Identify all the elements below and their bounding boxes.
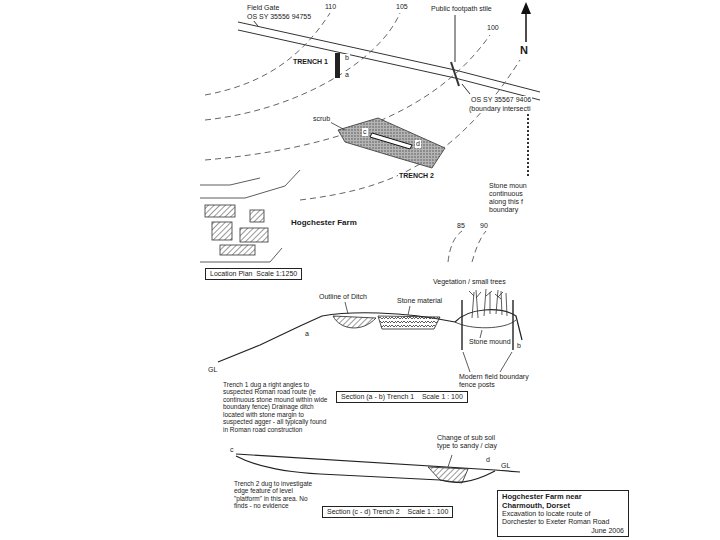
grid-reference: (boundary intersecti xyxy=(468,105,531,113)
section-point: d xyxy=(485,456,491,464)
note-text: Trench 2 dug to investigate edge feature… xyxy=(233,480,321,510)
place-label: Public footpath stile xyxy=(430,5,493,13)
contour-value: 100 xyxy=(486,24,500,32)
leader-line xyxy=(455,15,456,62)
note-text: Stone moun continuous along this f bound… xyxy=(488,182,532,214)
contour-line xyxy=(448,231,462,262)
note-text: Trench 1 dug a right angles to suspected… xyxy=(222,381,332,433)
farm-building xyxy=(212,222,232,240)
leader-line xyxy=(448,455,452,467)
ground-level-label: GL xyxy=(500,462,511,470)
trench-label: TRENCH 1 xyxy=(292,58,329,66)
farm-building xyxy=(205,205,235,217)
trench-outline xyxy=(335,53,340,78)
north-arrow xyxy=(521,2,531,14)
farm-track xyxy=(200,170,300,198)
section-point: b xyxy=(344,54,350,62)
tree-symbol xyxy=(469,291,503,299)
leader-line xyxy=(463,352,512,372)
feature-label: Change of sub soil type to sandy / clay xyxy=(436,434,508,450)
box-heading: Section (a - b) Trench 1 Scale 1 : 100 xyxy=(341,393,463,401)
leader-line xyxy=(345,302,348,314)
grid-reference: OS SY 35556 94755 xyxy=(246,13,312,21)
field-boundary xyxy=(238,30,540,100)
farm-building xyxy=(220,245,255,255)
box-text: Excavation to locate route of Dorchester… xyxy=(502,510,624,527)
trench-outline xyxy=(370,133,412,149)
trench-profile xyxy=(236,456,495,482)
scale-caption-box: Section (c - d) Trench 2 Scale 1 : 100 xyxy=(322,506,453,518)
section-point: d xyxy=(415,140,421,148)
stile-symbol xyxy=(451,62,459,86)
section-point: b xyxy=(516,342,522,350)
trench-label: TRENCH 2 xyxy=(398,172,435,180)
title-block: Hogchester Farm near Charmouth, DorsetEx… xyxy=(497,490,629,537)
section-point: c xyxy=(362,128,368,136)
farm-track xyxy=(200,248,282,262)
north-arrow xyxy=(525,10,527,42)
contour-value: 85 xyxy=(456,222,466,230)
contour-value: 110 xyxy=(324,3,337,11)
ground-profile xyxy=(218,310,522,362)
contour-value: 105 xyxy=(395,3,409,11)
fence-post xyxy=(512,300,513,350)
ground-level-label: GL xyxy=(207,366,218,374)
box-text: June 2006 xyxy=(502,527,624,535)
grid-reference: OS SY 35567 9406 xyxy=(470,96,532,104)
section-point: a xyxy=(344,71,350,79)
feature-label: Modern field boundary fence posts xyxy=(458,373,534,389)
stone-mound xyxy=(455,320,516,328)
feature-label: Stone mound xyxy=(468,338,512,346)
leader-line xyxy=(462,84,470,94)
stone-material xyxy=(378,316,440,329)
farm-building xyxy=(250,210,264,222)
scrub-area xyxy=(338,118,445,168)
fence-post xyxy=(461,300,462,350)
place-label: Hogchester Farm xyxy=(290,218,358,227)
contour-line xyxy=(300,60,520,200)
north-label: N xyxy=(519,44,529,57)
feature-label: Outline of Ditch xyxy=(318,293,368,301)
leader-line xyxy=(408,306,410,315)
area-label: scrub xyxy=(312,115,331,123)
stone-mound-line xyxy=(527,110,529,178)
contour-line xyxy=(472,231,486,262)
contour-value: 90 xyxy=(479,222,489,230)
farm-building xyxy=(240,228,268,242)
field-boundary xyxy=(238,22,540,92)
box-heading: Section (c - d) Trench 2 Scale 1 : 100 xyxy=(327,508,448,516)
place-label: Field Gate xyxy=(246,4,280,12)
section-point: a xyxy=(304,330,310,338)
contour-line xyxy=(205,13,330,95)
farm-track xyxy=(200,178,260,185)
section-point: c xyxy=(229,446,235,454)
box-heading: Location Plan Scale 1:1250 xyxy=(210,270,297,278)
box-heading: Hogchester Farm near Charmouth, Dorset xyxy=(502,492,624,510)
feature-label: Vegetation / small trees xyxy=(432,278,507,286)
feature-label: Stone material xyxy=(396,297,443,305)
leader-line xyxy=(330,122,345,130)
contour-line xyxy=(205,13,400,120)
ditch-section xyxy=(333,316,376,328)
scale-caption-box: Section (a - b) Trench 1 Scale 1 : 100 xyxy=(336,391,468,403)
scale-caption-box: Location Plan Scale 1:1250 xyxy=(205,268,302,280)
subsoil-change xyxy=(428,467,468,483)
